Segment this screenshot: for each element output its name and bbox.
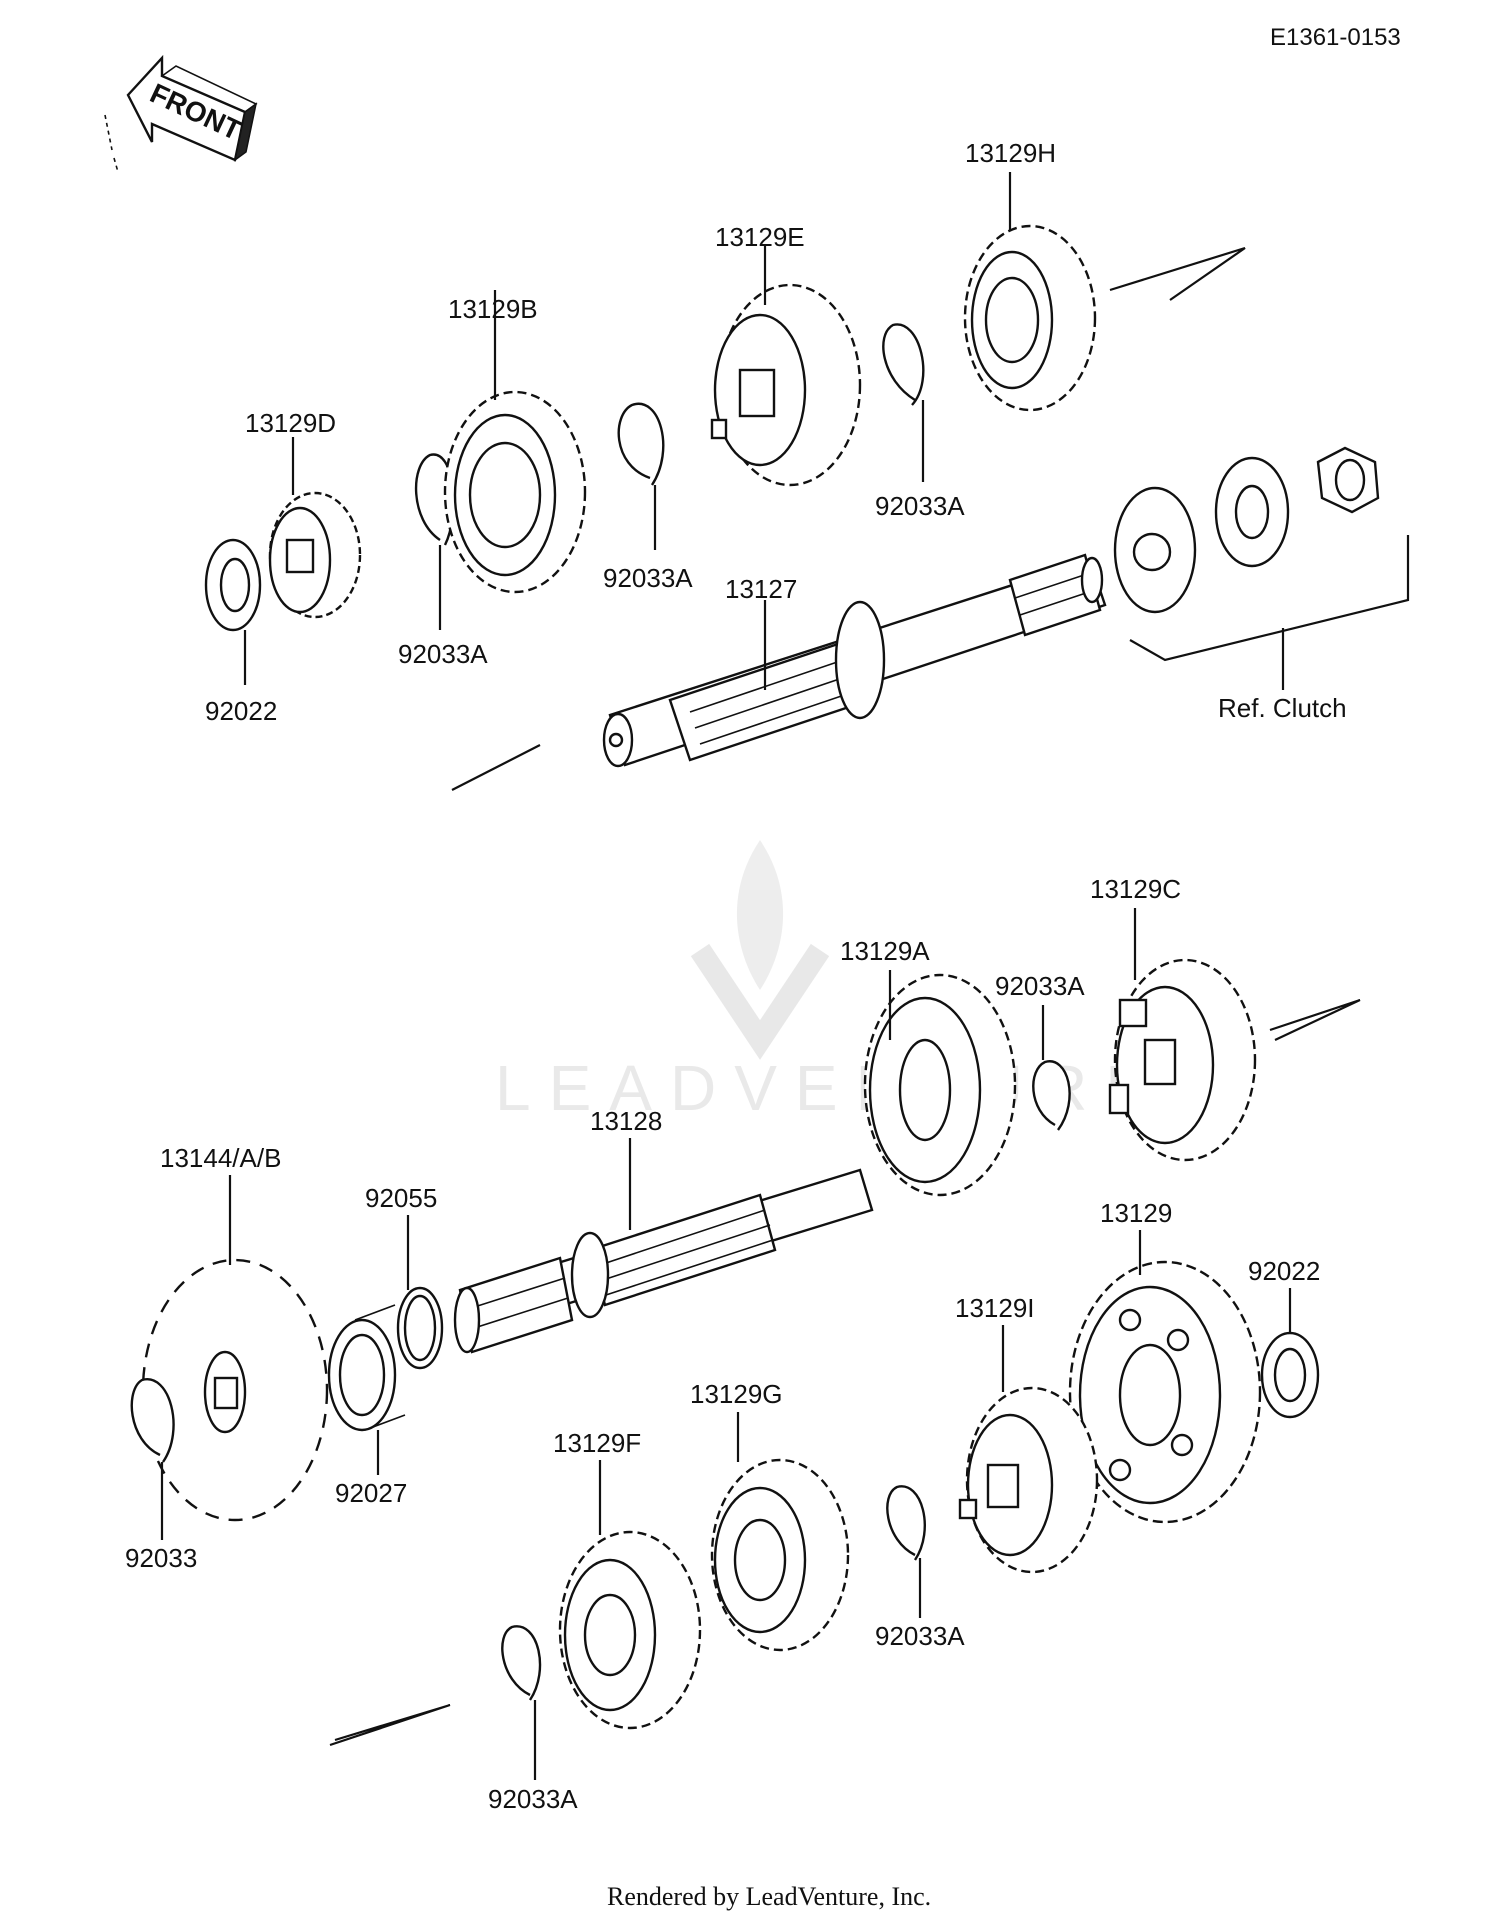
washer-92022-upper xyxy=(204,538,262,632)
gear-13129 xyxy=(1068,1260,1262,1524)
label-92027: 92027 xyxy=(335,1478,407,1508)
clutch-parts xyxy=(1113,446,1410,690)
collar-92027 xyxy=(327,1304,406,1432)
label-92033A-3: 92033A xyxy=(398,639,488,669)
gear-13129C xyxy=(1108,958,1257,1162)
label-13129D: 13129D xyxy=(245,408,336,438)
label-13129B: 13129B xyxy=(448,294,538,324)
circlip-92033A-4 xyxy=(1032,1060,1071,1131)
washer-92022-lower xyxy=(1260,1331,1320,1419)
label-92055: 92055 xyxy=(365,1183,437,1213)
label-13129A: 13129A xyxy=(840,936,930,966)
label-92033A-2: 92033A xyxy=(603,563,693,593)
label-92022-upper: 92022 xyxy=(205,696,277,726)
label-92033A-6: 92033A xyxy=(488,1784,578,1814)
label-13127: 13127 xyxy=(725,574,797,604)
label-92033A-4: 92033A xyxy=(995,971,1085,1001)
circlip-92033A-5 xyxy=(886,1485,926,1561)
shaft-13127 xyxy=(451,553,1107,791)
leader-lines-lower xyxy=(160,908,1292,1780)
label-13144: 13144/A/B xyxy=(160,1143,281,1173)
gear-13129F xyxy=(558,1530,702,1730)
gear-13129B xyxy=(443,390,587,594)
label-92033A-5: 92033A xyxy=(875,1621,965,1651)
gear-13129H xyxy=(963,224,1097,412)
label-13129H: 13129H xyxy=(965,138,1056,168)
circlip-92033A-2 xyxy=(617,402,665,486)
guide-line-right xyxy=(1269,998,1361,1041)
shaft-13128 xyxy=(453,973,1017,1354)
label-13129F: 13129F xyxy=(553,1428,641,1458)
label-13129C: 13129C xyxy=(1090,874,1181,904)
front-arrow-icon: FRONT xyxy=(104,54,258,173)
guide-line-upper xyxy=(1109,246,1246,301)
footer-credit: Rendered by LeadVenture, Inc. xyxy=(607,1882,931,1911)
label-ref-clutch: Ref. Clutch xyxy=(1218,693,1347,723)
gear-13129E xyxy=(710,283,862,487)
guide-line-lower xyxy=(329,1703,451,1747)
label-13129E: 13129E xyxy=(715,222,805,252)
label-13128: 13128 xyxy=(590,1106,662,1136)
label-92022-lower: 92022 xyxy=(1248,1256,1320,1286)
leader-lines-upper xyxy=(243,172,1012,690)
circlip-92033A-6 xyxy=(501,1625,542,1701)
gear-13129G xyxy=(710,1458,850,1652)
label-13129G: 13129G xyxy=(690,1379,783,1409)
label-92033A-1: 92033A xyxy=(875,491,965,521)
gear-13129D xyxy=(268,491,362,619)
gear-13129I xyxy=(958,1386,1099,1574)
label-13129I: 13129I xyxy=(955,1293,1035,1323)
circlip-92033 xyxy=(130,1378,175,1463)
label-92033: 92033 xyxy=(125,1543,197,1573)
diagram-code: E1361-0153 xyxy=(1270,24,1401,51)
sprocket-13144 xyxy=(141,1258,329,1522)
oring-92055 xyxy=(396,1286,444,1370)
label-13129: 13129 xyxy=(1100,1198,1172,1228)
circlip-92033A-3 xyxy=(882,323,925,406)
